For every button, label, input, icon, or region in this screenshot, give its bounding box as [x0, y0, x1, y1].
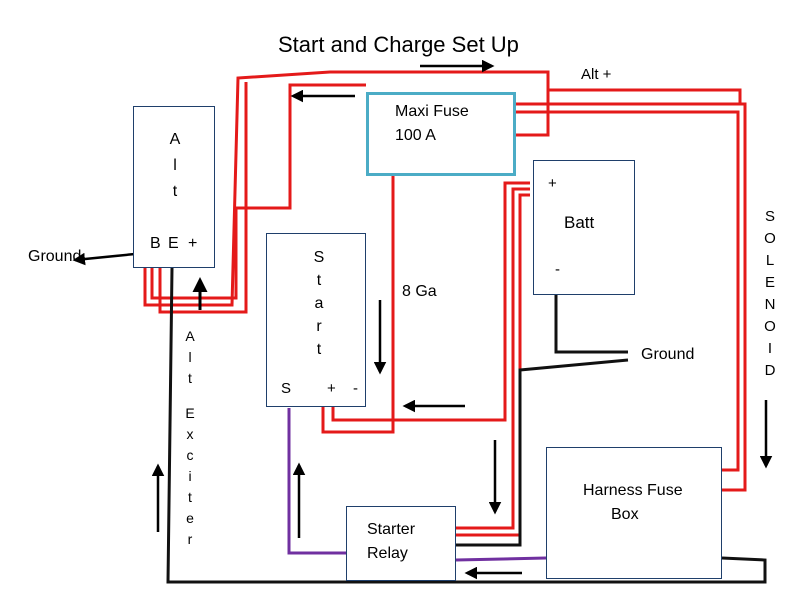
purple-wire-relay-to-harness [455, 556, 547, 562]
ground-right-label: Ground [641, 346, 695, 363]
solenoid-label: S O L E N O I D [764, 208, 776, 379]
alternator-name: A l t [169, 131, 181, 200]
red-wire-top-run [548, 88, 742, 104]
harness-fuse-box-line1: Harness Fuse [583, 482, 683, 499]
ground-left-label: Ground [28, 248, 82, 265]
alt-plus-label: Alt + [581, 66, 612, 83]
alternator-terminal-b: B [150, 235, 161, 252]
black-wire-batt-ground [554, 295, 628, 354]
harness-fuse-box: Harness Fuse Box [546, 447, 722, 579]
maxi-fuse-rating: 100 A [395, 127, 436, 144]
alternator-terminal-plus: + [188, 235, 198, 252]
starter-name: S t a r t [313, 249, 325, 358]
red-wire-batt-to-relay-b [456, 193, 530, 537]
red-wire-fuse-to-solenoid-outer [516, 102, 747, 492]
black-wire-ground-to-relay [456, 358, 629, 547]
starter-terminal-plus: + [327, 380, 336, 397]
red-wires [143, 70, 747, 537]
alternator-terminal-e: E [168, 235, 179, 252]
red-wire-batt-to-starter [331, 181, 530, 422]
starter-relay-line1: Starter [367, 521, 416, 538]
arrows [72, 59, 773, 580]
harness-fuse-box-line2: Box [611, 506, 639, 523]
starter-terminal-minus: - [353, 380, 358, 397]
alternator-box: A l t B E + [133, 106, 215, 268]
arrow-ground-left [72, 252, 136, 266]
battery-box: + Batt - [533, 160, 635, 295]
starter-relay-box: Starter Relay [346, 506, 456, 581]
maxi-fuse-box: Maxi Fuse 100 A [366, 92, 516, 176]
battery-minus: - [555, 261, 560, 278]
maxi-fuse-label: Maxi Fuse [395, 103, 469, 120]
black-wire-alt-exciter-loop [166, 267, 767, 584]
purple-wires [287, 408, 547, 562]
starter-box: S t a r t S + - [266, 233, 366, 407]
diagram-title: Start and Charge Set Up [278, 32, 519, 57]
battery-label: Batt [564, 213, 595, 232]
eight-ga-label: 8 Ga [402, 283, 437, 300]
purple-wire-starter-s-to-relay [287, 408, 346, 555]
red-wire-batt-to-relay [456, 187, 530, 530]
red-wire-fuse-to-solenoid-inner [516, 110, 740, 472]
black-wires [166, 267, 767, 584]
alt-exciter-label: A l t E x c i t e r [185, 328, 195, 547]
red-wire-alt-plus [158, 82, 248, 314]
battery-plus: + [548, 175, 557, 192]
starter-terminal-s: S [281, 380, 292, 397]
starter-relay-line2: Relay [367, 545, 408, 562]
red-wire-8ga [321, 176, 395, 434]
red-wire-alt-to-fuse-left [150, 83, 366, 300]
